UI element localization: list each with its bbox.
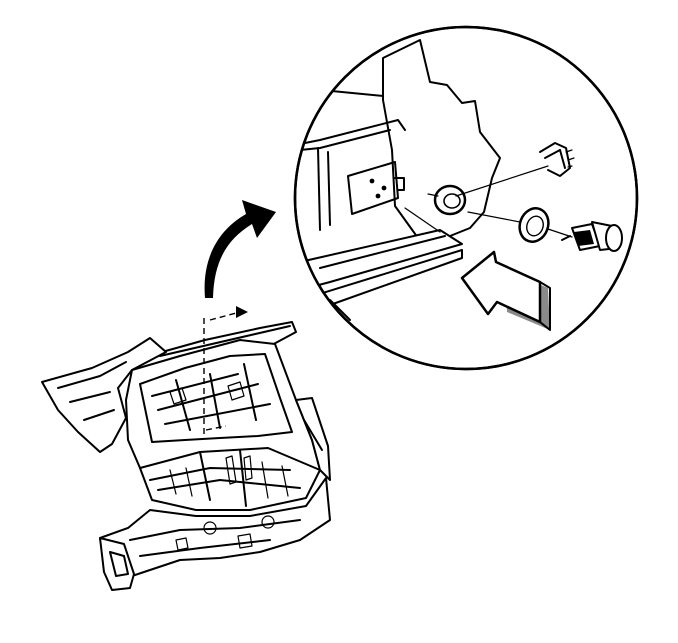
retainer-clip	[539, 142, 575, 177]
curved-arrow-icon	[204, 200, 276, 298]
locator-dashes	[203, 306, 248, 436]
detail-view	[293, 25, 639, 371]
seal-ring	[518, 207, 550, 243]
direction-arrow-icon	[460, 250, 551, 331]
trunk-panel	[299, 39, 501, 321]
grommet-hole	[433, 184, 467, 216]
socket-connector	[561, 221, 623, 252]
vehicle-rear-body	[41, 321, 331, 591]
